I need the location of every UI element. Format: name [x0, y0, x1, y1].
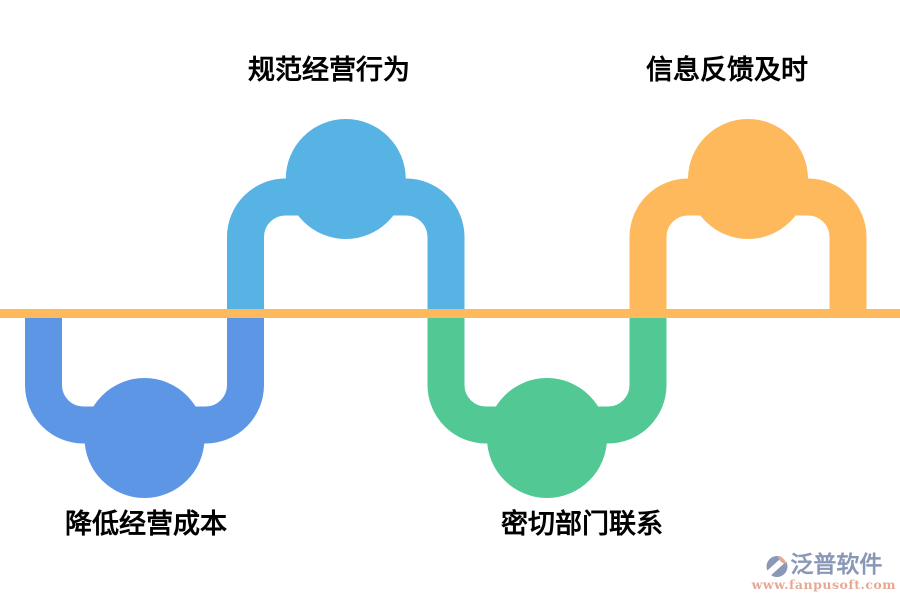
node-circle-timely-information-feedback — [688, 119, 808, 239]
label-standardize-business-conduct: 规范经营行为 — [248, 55, 410, 86]
watermark-brand-row: 泛普软件 — [765, 552, 883, 578]
wave-segment-timely-information-feedback — [629, 119, 867, 316]
label-timely-information-feedback: 信息反馈及时 — [646, 55, 808, 86]
label-close-department-contact: 密切部门联系 — [501, 509, 663, 540]
fanpu-logo-icon — [765, 553, 790, 578]
node-circle-close-department-contact — [487, 378, 607, 498]
wave-segment-reduce-operating-costs — [25, 311, 264, 498]
wave-segment-standardize-business-conduct — [227, 119, 465, 316]
node-circle-standardize-business-conduct — [285, 119, 406, 239]
label-reduce-operating-costs: 降低经营成本 — [65, 509, 227, 540]
watermark: 泛普软件 www.fanpusoft.com — [751, 552, 896, 592]
wave-segment-close-department-contact — [427, 311, 667, 498]
baseline — [0, 309, 900, 318]
watermark-brand-name: 泛普软件 — [790, 552, 883, 578]
watermark-url: www.fanpusoft.com — [751, 576, 896, 592]
node-circle-reduce-operating-costs — [84, 378, 205, 498]
